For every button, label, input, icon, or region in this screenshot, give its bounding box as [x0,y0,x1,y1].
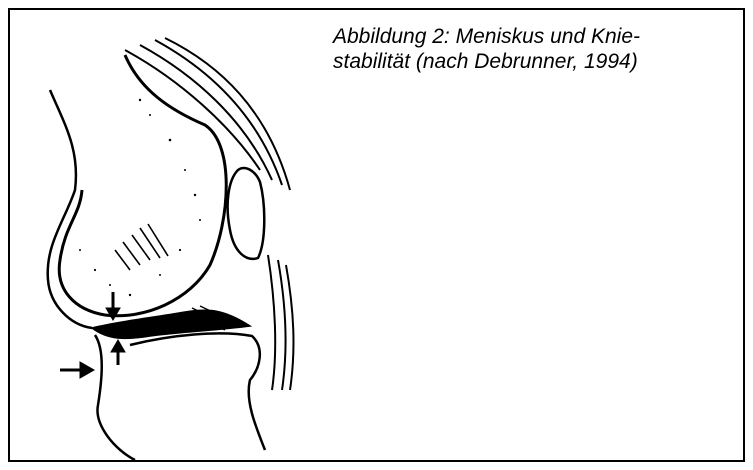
caption-line-1: Abbildung 2: Meniskus und Knie- [333,24,738,49]
knee-meniscus-illustration [20,30,320,460]
femur-outline [48,90,92,328]
tibia-plateau [130,333,265,450]
caption-line-2: stabilität (nach Debrunner, 1994) [333,49,738,74]
patella [228,168,265,259]
figure-frame: Abbildung 2: Meniskus und Knie- stabilit… [8,8,745,462]
figure-caption: Abbildung 2: Meniskus und Knie- stabilit… [333,24,738,74]
condyle-stippling [79,99,201,296]
trabecular-hatching [115,224,168,270]
tibia [95,335,135,460]
femoral-condyle [59,55,226,316]
